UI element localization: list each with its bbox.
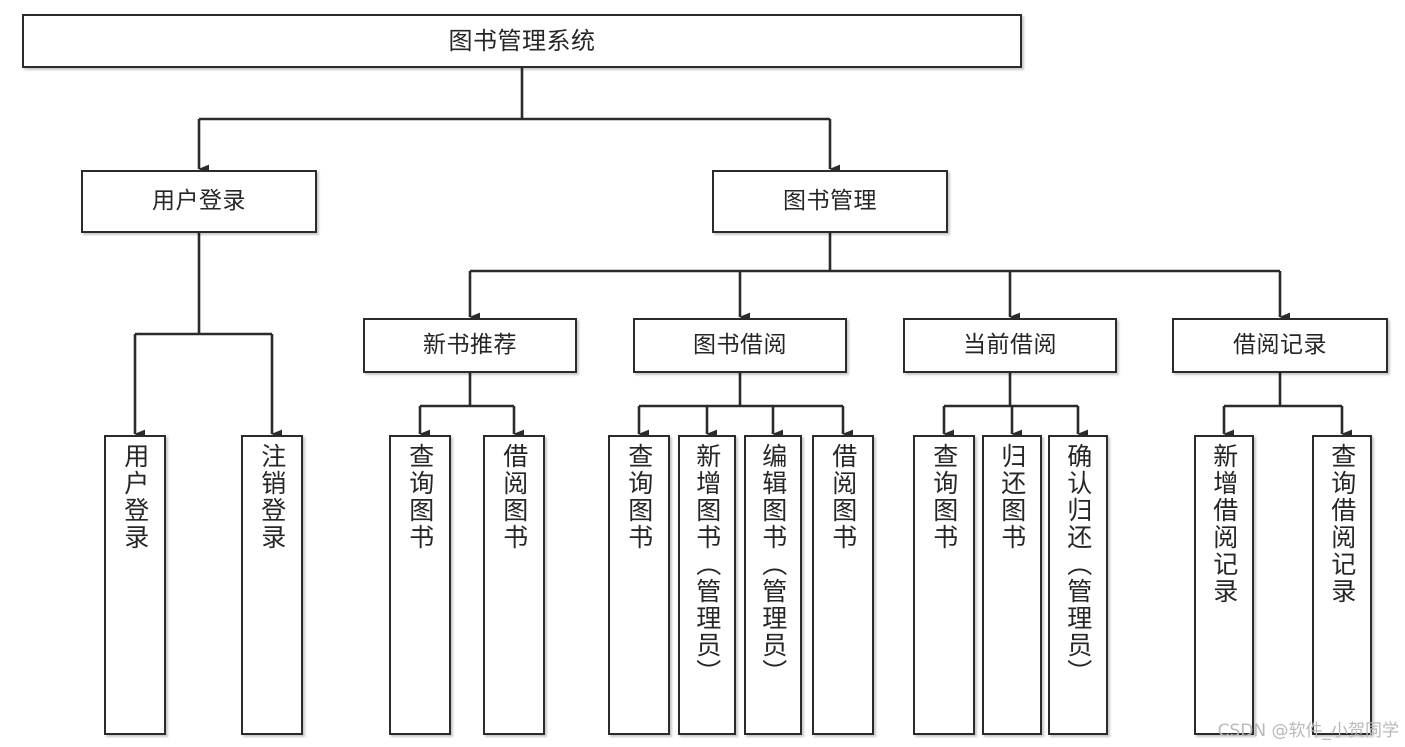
node-current-borrow[interactable]: 当前借阅 [903, 318, 1117, 373]
node-label: 确认归还（管理员） [1063, 443, 1093, 686]
node-label: 新增图书（管理员） [692, 443, 722, 686]
node-label: 查询图书 [624, 443, 654, 551]
node-label: 当前借阅 [963, 331, 1057, 358]
node-borrow-record[interactable]: 借阅记录 [1172, 318, 1388, 373]
node-label: 图书借阅 [693, 331, 787, 358]
node-leaf-query-record[interactable]: 查询借阅记录 [1312, 435, 1372, 735]
node-leaf-user-logout[interactable]: 注销登录 [241, 435, 303, 735]
node-leaf-query-book-rec[interactable]: 查询图书 [389, 435, 451, 735]
node-leaf-confirm-return[interactable]: 确认归还（管理员） [1048, 435, 1108, 735]
csdn-watermark: CSDN @软件_小贺同学 [1217, 721, 1399, 741]
node-leaf-borrow-book-rec[interactable]: 借阅图书 [483, 435, 545, 735]
node-leaf-return-book[interactable]: 归还图书 [982, 435, 1042, 735]
node-label: 查询图书 [405, 443, 435, 551]
node-leaf-add-book[interactable]: 新增图书（管理员） [678, 435, 736, 735]
node-leaf-add-record[interactable]: 新增借阅记录 [1194, 435, 1254, 735]
node-label: 用户登录 [152, 187, 246, 214]
node-label: 编辑图书（管理员） [758, 443, 788, 686]
node-book-borrow[interactable]: 图书借阅 [633, 318, 847, 373]
node-leaf-query-book-cur[interactable]: 查询图书 [913, 435, 975, 735]
node-label: 用户登录 [120, 443, 150, 551]
node-label: 查询图书 [929, 443, 959, 551]
node-book-manage[interactable]: 图书管理 [712, 170, 948, 233]
node-label: 查询借阅记录 [1327, 443, 1357, 605]
node-leaf-query-book[interactable]: 查询图书 [608, 435, 670, 735]
node-leaf-edit-book[interactable]: 编辑图书（管理员） [744, 435, 802, 735]
node-root[interactable]: 图书管理系统 [22, 14, 1022, 68]
node-label: 新增借阅记录 [1209, 443, 1239, 605]
node-label: 图书管理 [783, 187, 877, 214]
node-leaf-borrow-book[interactable]: 借阅图书 [812, 435, 874, 735]
node-label: 注销登录 [257, 443, 287, 551]
node-leaf-user-login[interactable]: 用户登录 [104, 435, 166, 735]
node-label: 归还图书 [997, 443, 1027, 551]
node-label: 借阅图书 [828, 443, 858, 551]
node-label: 借阅图书 [499, 443, 529, 551]
node-new-book-recommend[interactable]: 新书推荐 [363, 318, 577, 373]
node-label: 新书推荐 [423, 331, 517, 358]
node-label: 借阅记录 [1233, 331, 1327, 358]
node-label: 图书管理系统 [448, 26, 596, 55]
node-user-login[interactable]: 用户登录 [81, 170, 317, 233]
